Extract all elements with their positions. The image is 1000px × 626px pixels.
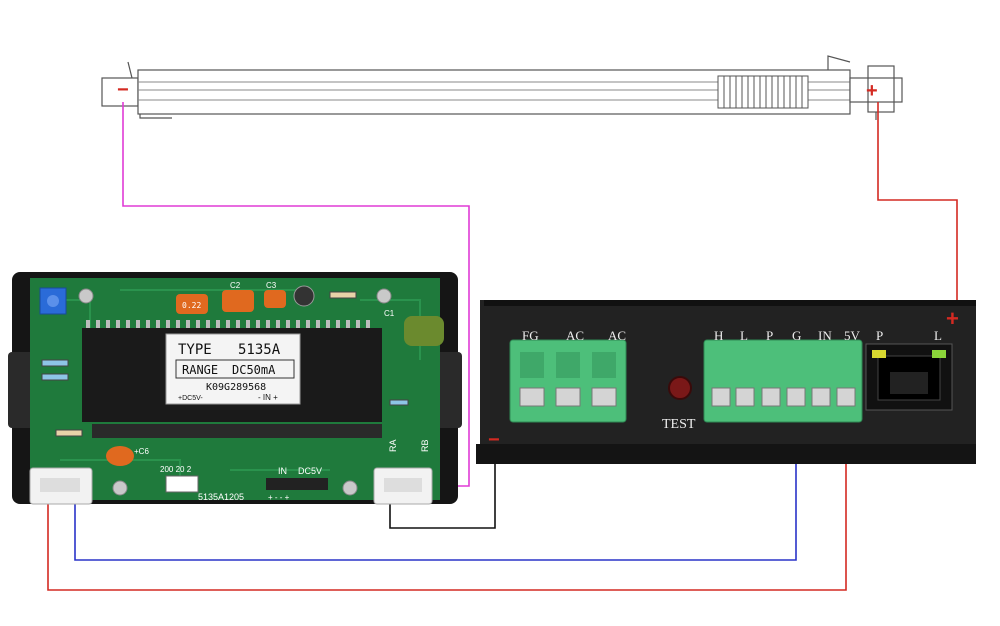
terminal-label-in: IN (818, 328, 832, 343)
label-range: RANGE (182, 363, 218, 377)
board-code: 5135A1205 (198, 492, 244, 502)
rj45-port (865, 343, 953, 411)
tube-positive-symbol: + (866, 80, 878, 102)
terminal-label-5v: 5V (844, 328, 861, 343)
cap-label-c1: C1 (384, 309, 395, 318)
laser-power-supply: TEST FG AC AC H L P G IN 5V P L (476, 300, 976, 464)
terminal-label-fg: FG (522, 328, 539, 343)
led-label-p: P (876, 328, 883, 343)
terminal-label-h: H (714, 328, 723, 343)
terminal-block-control (703, 339, 863, 423)
milliamp-meter: 0.22 C2 C3 +C6 C1 (8, 272, 462, 505)
meter-label (165, 333, 301, 405)
label-dc5v: +DC5V- (178, 395, 203, 402)
pads-signs: + - - + (268, 493, 290, 502)
psu-negative-symbol: − (488, 429, 500, 451)
label-type-value: 5135A (238, 342, 281, 358)
range-marks: 200 20 2 (160, 465, 192, 474)
test-label: TEST (662, 417, 696, 432)
led-label-l: L (934, 328, 942, 343)
terminal-label-g: G (792, 328, 801, 343)
pads-dc5v: DC5V (298, 466, 322, 476)
terminal-block-ac (509, 339, 627, 423)
cap-label-c2: C2 (230, 281, 241, 290)
label-range-value: DC50mA (232, 363, 276, 377)
psu-positive-symbol: + (946, 306, 959, 331)
tube-coil (717, 75, 809, 109)
terminal-label-ac2: AC (608, 328, 626, 343)
label-type: TYPE (178, 342, 212, 358)
tube-negative-symbol: − (117, 79, 129, 101)
cap-label-c6: +C6 (134, 447, 149, 456)
label-ra: RA (388, 439, 398, 452)
label-serial: K09G289568 (206, 382, 266, 393)
wire-tube-positive (877, 102, 958, 312)
label-in: - IN + (258, 393, 278, 402)
label-rb: RB (420, 439, 430, 452)
cap-label-022: 0.22 (182, 301, 201, 310)
laser-tube (101, 55, 903, 120)
wire-meter-to-psu-5v (47, 402, 847, 591)
wire-meter-to-psu-g (74, 402, 797, 561)
terminal-label-p: P (766, 328, 773, 343)
terminal-label-l: L (740, 328, 748, 343)
test-button[interactable] (668, 376, 692, 400)
terminal-label-ac1: AC (566, 328, 584, 343)
pads-in: IN (278, 466, 287, 476)
wire-meter-to-psu-neg (389, 440, 496, 529)
cap-label-c3: C3 (266, 281, 277, 290)
